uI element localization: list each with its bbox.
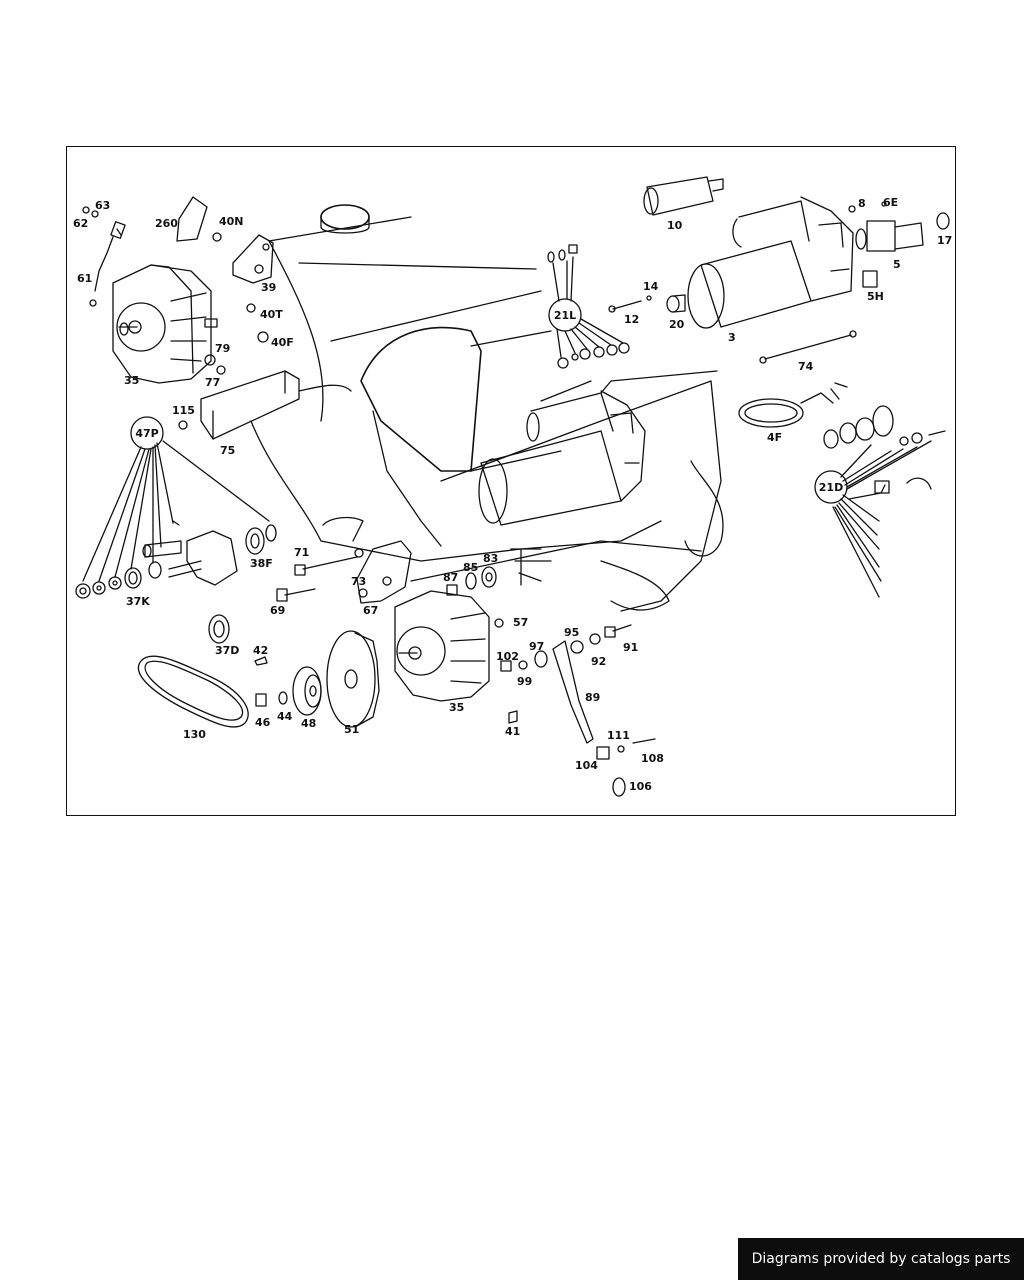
- callout-21L-graphic: [547, 244, 630, 369]
- bolts-middle: [276, 540, 412, 604]
- callout-21D-graphic: [814, 405, 946, 598]
- bolt-57: [494, 618, 504, 628]
- part-label: 108: [641, 752, 664, 765]
- part-label: 97: [529, 640, 544, 653]
- part-label: 99: [517, 675, 532, 688]
- callout-47P-graphic: [75, 416, 277, 599]
- part-label: 44: [277, 710, 293, 723]
- pulley-set: [255, 630, 380, 728]
- part-label: 3: [728, 331, 736, 344]
- bracket-75: [200, 370, 300, 440]
- part-label: 63: [95, 199, 110, 212]
- engine-block-outline: [250, 204, 724, 612]
- callout-label-47P: 47P: [135, 427, 158, 440]
- part-label: 51: [344, 723, 359, 736]
- tension-arm-89: [500, 624, 656, 797]
- part-number-labels: 62 63 260 40N 61 39 40T 40F 35 79 77 115…: [73, 196, 952, 793]
- part-label: 40T: [260, 308, 283, 321]
- part-label: 57: [513, 616, 528, 629]
- bolt-12-assembly: [608, 294, 686, 313]
- part-label: 4F: [767, 431, 782, 444]
- part-label: 69: [270, 604, 285, 617]
- solenoid-10: [643, 176, 724, 216]
- starter-motor-top: [687, 196, 950, 329]
- part-label: 87: [443, 571, 458, 584]
- diagram-credit-badge: Diagrams provided by catalogs parts: [738, 1238, 1024, 1280]
- part-label: 75: [220, 444, 235, 457]
- part-label: 89: [585, 691, 600, 704]
- small-fittings-top-left: [82, 196, 274, 375]
- part-label: 46: [255, 716, 271, 729]
- part-label: 115: [172, 404, 195, 417]
- alternator-bottom: [394, 590, 490, 702]
- part-label: 67: [363, 604, 378, 617]
- cable-74: [759, 330, 857, 364]
- part-label: 17: [937, 234, 952, 247]
- part-label: 62: [73, 217, 88, 230]
- part-label: 10: [667, 219, 683, 232]
- part-label: 14: [643, 280, 659, 293]
- part-label: 5: [893, 258, 901, 271]
- part-label: 260: [155, 217, 178, 230]
- part-label: 41: [505, 725, 520, 738]
- bearing-37D: [208, 614, 230, 644]
- starter-motor-middle: [478, 380, 646, 526]
- part-label: 6E: [883, 196, 898, 209]
- part-label: 91: [623, 641, 638, 654]
- part-label: 42: [253, 644, 268, 657]
- part-label: 71: [294, 546, 309, 559]
- part-label: 95: [564, 626, 579, 639]
- part-label: 40N: [219, 215, 244, 228]
- part-label: 79: [215, 342, 230, 355]
- part-label: 38F: [250, 557, 273, 570]
- part-label: 20: [669, 318, 685, 331]
- part-label: 77: [205, 376, 220, 389]
- part-label: 111: [607, 729, 630, 742]
- part-label: 8: [858, 197, 866, 210]
- part-label: 83: [483, 552, 498, 565]
- part-label: 130: [183, 728, 206, 741]
- part-label: 35: [124, 374, 139, 387]
- part-label: 104: [575, 759, 598, 772]
- part-label: 39: [261, 281, 276, 294]
- callout-label-21D: 21D: [819, 481, 843, 494]
- part-label: 73: [351, 575, 366, 588]
- part-label: 102: [496, 650, 519, 663]
- part-label: 12: [624, 313, 639, 326]
- part-label: 92: [591, 655, 606, 668]
- alternator-top: [112, 264, 218, 384]
- washer-115: [178, 420, 188, 430]
- exploded-parts-diagram: 62 63 260 40N 61 39 40T 40F 35 79 77 115…: [73, 176, 952, 797]
- part-label: 85: [463, 561, 478, 574]
- part-label: 37D: [215, 644, 239, 657]
- v-belt-130: [137, 655, 249, 728]
- part-label: 40F: [271, 336, 294, 349]
- part-label: 74: [798, 360, 814, 373]
- part-label: 61: [77, 272, 92, 285]
- part-label: 48: [301, 717, 316, 730]
- part-label: 5H: [867, 290, 884, 303]
- part-label: 35: [449, 701, 464, 714]
- parts-diagram-frame: 62 63 260 40N 61 39 40T 40F 35 79 77 115…: [66, 146, 956, 816]
- key-42: [254, 656, 268, 666]
- part-label: 37K: [126, 595, 150, 608]
- callout-label-21L: 21L: [554, 309, 576, 322]
- field-coil-4F: [738, 382, 848, 428]
- part-label: 106: [629, 780, 652, 793]
- bushing-87-85-83: [446, 548, 552, 596]
